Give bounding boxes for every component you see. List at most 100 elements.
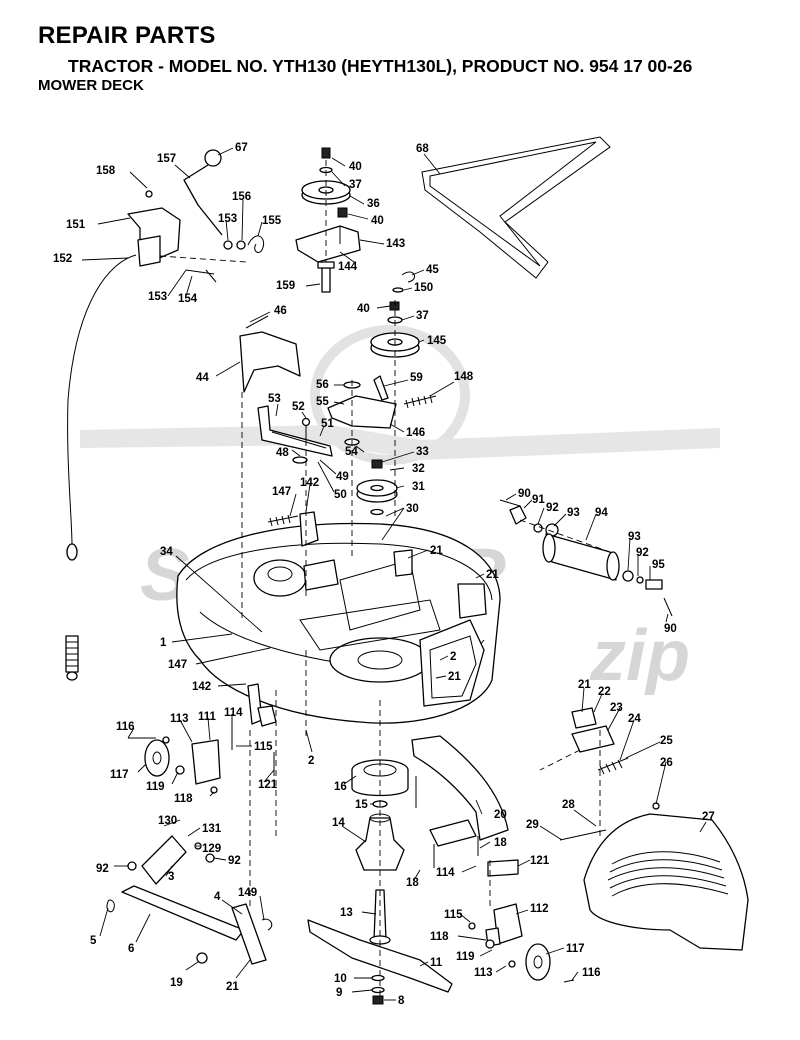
callout: 26 <box>660 757 673 769</box>
callout: 33 <box>416 446 429 458</box>
callout: 92 <box>228 855 241 867</box>
callout: 95 <box>652 559 665 571</box>
wheel-bracket-right <box>487 859 519 877</box>
callout: 147 <box>272 486 291 498</box>
rear-right-gauge-wheel <box>468 903 575 983</box>
callout: 131 <box>202 823 222 835</box>
idler-arm <box>327 375 437 446</box>
mower-belt <box>421 136 611 279</box>
callout: 21 <box>448 671 461 683</box>
callout: 51 <box>321 418 334 430</box>
callout: 55 <box>316 396 329 408</box>
callout: 18 <box>494 837 507 849</box>
callout: 92 <box>546 502 559 514</box>
right-rear-bracket <box>571 707 660 810</box>
callout: 91 <box>532 494 545 506</box>
callout: 155 <box>262 215 282 227</box>
callout: 37 <box>416 310 429 322</box>
callout: 151 <box>66 219 86 231</box>
callout: 129 <box>202 843 221 855</box>
callout: 13 <box>340 907 353 919</box>
watermark-suffix: zip <box>589 616 690 696</box>
callout: 21 <box>578 679 591 691</box>
spring-upper <box>267 514 299 527</box>
callout: 21 <box>226 981 239 993</box>
callout: 115 <box>254 741 273 753</box>
callout: 6 <box>128 943 134 955</box>
callout: 143 <box>386 238 405 250</box>
leader-lines <box>81 147 707 1001</box>
callout: 4 <box>214 891 221 903</box>
callout: 153 <box>148 291 167 303</box>
callout: 114 <box>436 867 455 879</box>
callout: 94 <box>595 507 608 519</box>
callout: 111 <box>198 711 217 723</box>
callout: 142 <box>300 477 319 489</box>
deck-bracket <box>299 511 319 547</box>
callout: 93 <box>628 531 641 543</box>
mower-deck-housing <box>176 522 501 724</box>
callout: 149 <box>238 887 257 899</box>
callout: 11 <box>430 957 443 969</box>
callout: 46 <box>274 305 287 317</box>
discharge-chute <box>583 813 749 951</box>
callout: 53 <box>268 393 281 405</box>
callout: 25 <box>660 735 673 747</box>
callout: 117 <box>566 943 585 955</box>
callout: 9 <box>336 987 342 999</box>
callout: 157 <box>157 153 176 165</box>
callout: 36 <box>367 198 380 210</box>
callout: 114 <box>224 707 243 719</box>
front-left-gauge-wheel <box>128 718 275 794</box>
callout: 22 <box>598 686 611 698</box>
brake-bracket <box>257 405 333 457</box>
callout: 28 <box>562 799 575 811</box>
callout: 40 <box>349 161 362 173</box>
callout: 10 <box>334 973 347 985</box>
callout: 92 <box>636 547 649 559</box>
callout: 118 <box>174 793 193 805</box>
callout: 24 <box>628 713 641 725</box>
callout: 59 <box>410 372 423 384</box>
callout: 144 <box>338 261 358 273</box>
callout: 115 <box>444 909 463 921</box>
callout: 147 <box>168 659 187 671</box>
callout: 32 <box>412 463 425 475</box>
callout: 37 <box>349 179 362 191</box>
belt-guard <box>239 331 301 393</box>
callout: 21 <box>486 569 499 581</box>
callout: 146 <box>406 427 425 439</box>
callout: 49 <box>336 471 349 483</box>
callout: 90 <box>664 623 677 635</box>
callout: 119 <box>456 951 475 963</box>
callout: 30 <box>406 503 419 515</box>
callout: 40 <box>357 303 370 315</box>
callout: 150 <box>414 282 433 294</box>
callout: 156 <box>232 191 251 203</box>
callout: 92 <box>96 863 109 875</box>
callout: 121 <box>258 779 278 791</box>
callout: 90 <box>518 488 531 500</box>
callout: 56 <box>316 379 329 391</box>
callout: 116 <box>582 967 601 979</box>
deck-baffle <box>411 735 509 841</box>
callout: 16 <box>334 781 347 793</box>
assembly-guide-lines <box>159 160 611 1000</box>
callout: 8 <box>398 995 405 1007</box>
roller-assembly <box>499 499 673 617</box>
section-title: MOWER DECK <box>38 77 144 94</box>
callout: 142 <box>192 681 211 693</box>
callout: 153 <box>218 213 237 225</box>
callout: 19 <box>170 977 183 989</box>
callout: 34 <box>160 546 173 558</box>
callout: 45 <box>426 264 439 276</box>
callout: 152 <box>53 253 72 265</box>
callout: 117 <box>110 769 129 781</box>
front-hanger-assembly <box>106 835 273 965</box>
callout: 27 <box>702 811 715 823</box>
callout: 113 <box>170 713 189 725</box>
callout: 154 <box>178 293 198 305</box>
retaining-clip <box>401 271 416 283</box>
callout: 148 <box>454 371 474 383</box>
page-title: REPAIR PARTS <box>38 22 216 49</box>
